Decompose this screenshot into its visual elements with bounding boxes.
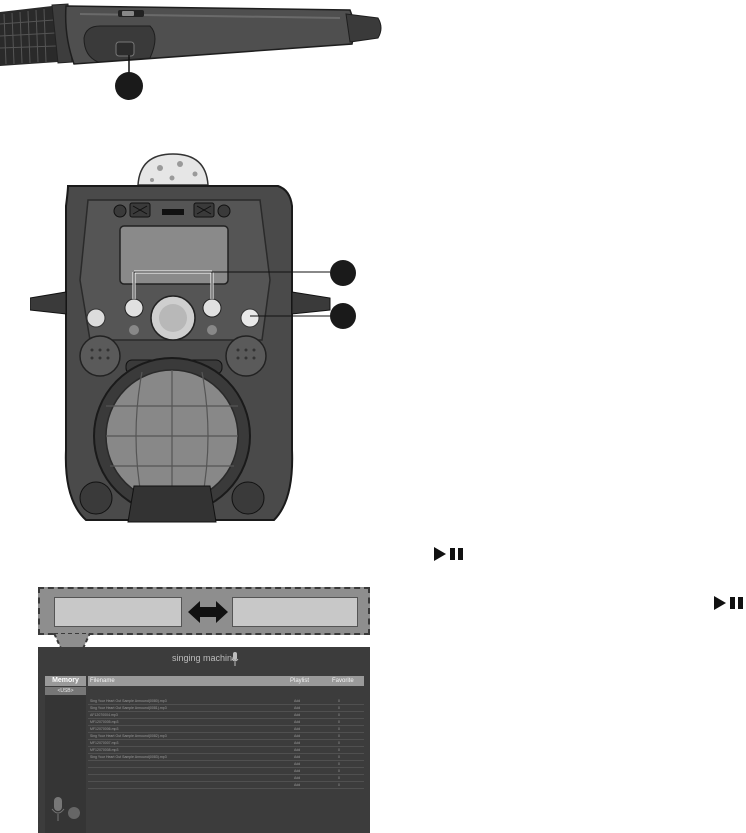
table-row[interactable]: Add 0 — [88, 768, 364, 775]
row-favorite[interactable]: 0 — [338, 706, 340, 710]
mic-usb-logo-icon — [51, 797, 80, 821]
row-playlist-add[interactable]: Add — [294, 762, 301, 766]
row-filename: Sing Your Heart Out Sample Annound(0080)… — [90, 699, 167, 703]
screen-panel: singing machine Memory <USB> Filename Pl… — [38, 587, 370, 833]
row-playlist-add[interactable]: Add — [294, 783, 301, 787]
table-row[interactable]: Add 0 — [88, 775, 364, 782]
row-filename: MF12070006.mp3 — [90, 727, 119, 731]
row-favorite[interactable]: 0 — [338, 748, 340, 752]
table-row[interactable]: AF12070004.mp3 Add 0 — [88, 712, 364, 719]
play-pause-icon — [714, 596, 743, 610]
table-row[interactable]: Sing Your Heart Out Sample Annound(0080)… — [88, 698, 364, 705]
row-playlist-add[interactable]: Add — [294, 720, 301, 724]
zoom-box-right — [232, 597, 358, 627]
row-filename: Sing Your Heart Out Sample Annound(0083)… — [90, 755, 167, 759]
table-row[interactable]: MF12070006.mp3 Add 0 — [88, 726, 364, 733]
callout-marker-2 — [330, 260, 356, 286]
row-favorite[interactable]: 0 — [338, 734, 340, 738]
row-playlist-add[interactable]: Add — [294, 776, 301, 780]
zoom-box-left — [54, 597, 182, 627]
row-favorite[interactable]: 0 — [338, 755, 340, 759]
row-filename: AF12070004.mp3 — [90, 713, 118, 717]
row-playlist-add[interactable]: Add — [294, 755, 301, 759]
table-row[interactable]: MF12070007.mp3 Add 0 — [88, 740, 364, 747]
table-row[interactable]: Sing Your Heart Out Sample Annound(0083)… — [88, 754, 364, 761]
table-row[interactable]: Add 0 — [88, 761, 364, 768]
row-favorite[interactable]: 0 — [338, 727, 340, 731]
row-favorite[interactable]: 0 — [338, 769, 340, 773]
play-pause-icon — [434, 547, 463, 561]
row-filename: MF12070008.mp3 — [90, 748, 119, 752]
column-header-favorite: Favorite — [332, 678, 354, 684]
karaoke-file-browser: singing machine Memory <USB> Filename Pl… — [38, 647, 370, 833]
row-favorite[interactable]: 0 — [338, 699, 340, 703]
row-favorite[interactable]: 0 — [338, 741, 340, 745]
table-header: Filename Playlist Favorite — [88, 676, 364, 686]
row-favorite[interactable]: 0 — [338, 720, 340, 724]
karaoke-machine-illustration — [30, 153, 331, 523]
zoom-callout-bar — [38, 587, 370, 635]
table-row[interactable]: MF12070008.mp3 Add 0 — [88, 747, 364, 754]
row-favorite[interactable]: 0 — [338, 776, 340, 780]
row-favorite[interactable]: 0 — [338, 783, 340, 787]
table-row[interactable]: Sing Your Heart Out Sample Annound(0081)… — [88, 705, 364, 712]
row-playlist-add[interactable]: Add — [294, 727, 301, 731]
row-favorite[interactable]: 0 — [338, 713, 340, 717]
table-row[interactable]: MF12070005.mp3 Add 0 — [88, 719, 364, 726]
row-filename: MF12070005.mp3 — [90, 720, 119, 724]
row-playlist-add[interactable]: Add — [294, 734, 301, 738]
table-row[interactable]: Sing Your Heart Out Sample Annound(0082)… — [88, 733, 364, 740]
brand-label: singing machine — [172, 653, 238, 663]
row-favorite[interactable]: 0 — [338, 762, 340, 766]
row-playlist-add[interactable]: Add — [294, 713, 301, 717]
row-playlist-add[interactable]: Add — [294, 741, 301, 745]
memory-source-usb[interactable]: <USB> — [45, 687, 86, 695]
callout-marker-3 — [330, 303, 356, 329]
row-filename: Sing Your Heart Out Sample Annound(0082)… — [90, 734, 167, 738]
column-header-filename: Filename — [90, 678, 115, 684]
microphone-illustration — [0, 3, 382, 78]
column-header-playlist: Playlist — [290, 678, 310, 684]
double-arrow-icon — [188, 601, 228, 623]
row-playlist-add[interactable]: Add — [294, 748, 301, 752]
memory-title: Memory — [45, 676, 86, 686]
row-playlist-add[interactable]: Add — [294, 706, 301, 710]
row-filename: MF12070007.mp3 — [90, 741, 119, 745]
row-playlist-add[interactable]: Add — [294, 769, 301, 773]
microphone-icon — [231, 652, 239, 666]
callout-marker-1 — [115, 72, 143, 100]
row-filename: Sing Your Heart Out Sample Annound(0081)… — [90, 706, 167, 710]
row-playlist-add[interactable]: Add — [294, 699, 301, 703]
table-row[interactable]: Add 0 — [88, 782, 364, 789]
